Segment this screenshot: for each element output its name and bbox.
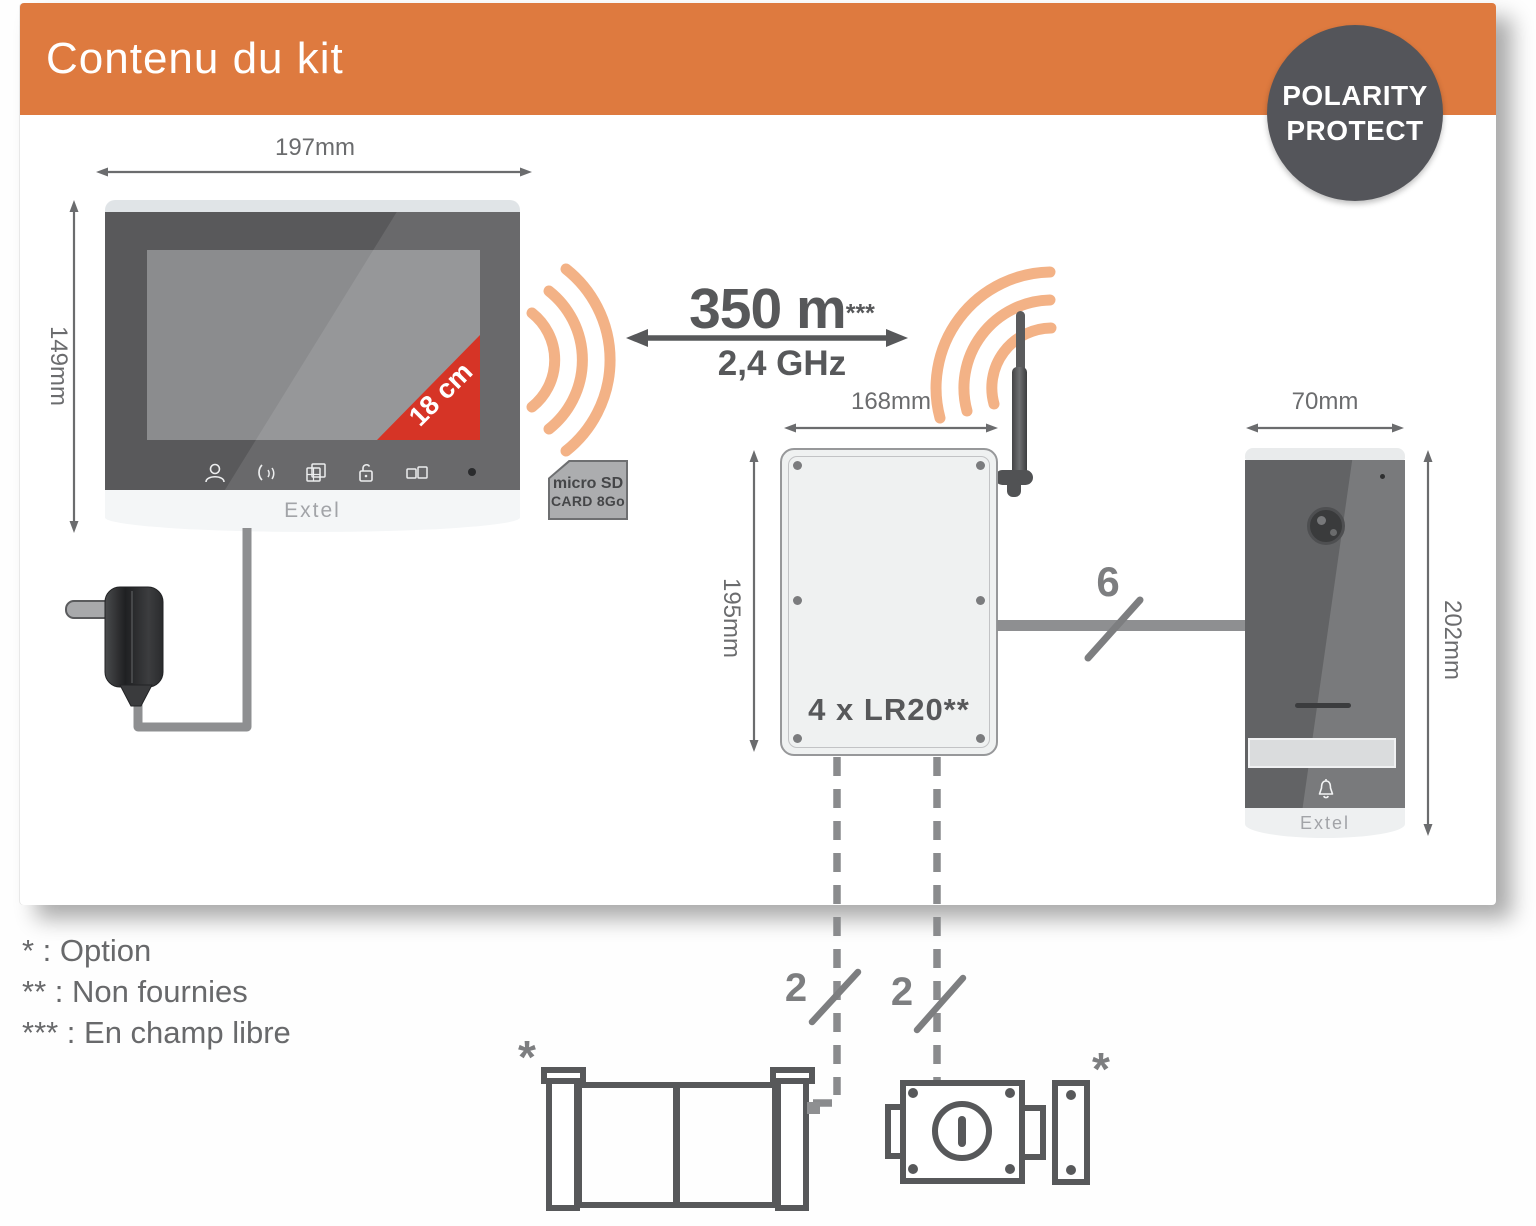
legend-item: * : Option: [22, 933, 152, 968]
option-wire-slashes: [808, 968, 967, 1034]
wireless-waves-left-icon: [526, 263, 616, 457]
station-top-cap: [1245, 448, 1405, 460]
electric-lock-drawing: [885, 1080, 1090, 1185]
screw: [976, 596, 985, 605]
micro-sd-card: micro SD CARD 8Go: [548, 460, 628, 520]
legend-item: ** : Non fournies: [22, 974, 248, 1009]
lock-cylinder: [932, 1101, 992, 1161]
station-wire-count: 6: [1096, 558, 1120, 605]
gate-wire-count: 2: [784, 966, 808, 1010]
screw: [793, 734, 802, 743]
indoor-monitor: 18 cm: [105, 200, 520, 532]
station-brand: Extel: [1299, 813, 1351, 833]
power-adapter: [65, 586, 164, 707]
range-asterisks: ***: [845, 299, 875, 328]
microphone-dot: [468, 468, 476, 476]
lock-wire-count: 2: [890, 970, 914, 1014]
station-height-label: 202mm: [1439, 599, 1466, 681]
wireless-waves-right-icon: [930, 266, 1057, 424]
battery-relay-box: 4 x LR20**: [780, 448, 998, 756]
gate-panel: [674, 1082, 778, 1208]
monitor-width-arrow: [96, 167, 532, 177]
camera-lens: [1307, 507, 1345, 545]
station-wire-slash: [1084, 596, 1144, 662]
station-bottom-cap: Extel: [1245, 808, 1405, 838]
frequency-label: 2,4 GHz: [717, 344, 847, 383]
box-inner-outline: [788, 456, 990, 748]
box-height-arrow: [749, 450, 759, 752]
station-mic-dot: [1380, 474, 1385, 479]
monitor-bottom-strip: Extel: [105, 490, 520, 532]
gate-panel: [576, 1082, 679, 1208]
screw: [793, 461, 802, 470]
gate-motor-drawing: [541, 1067, 820, 1211]
adapter-cable-boot: [119, 684, 153, 707]
gate-wire-terminal: [807, 1102, 820, 1114]
monitor-top-strip: [105, 200, 520, 212]
station-wire: [997, 620, 1247, 631]
lock-latch: [1019, 1105, 1046, 1160]
header-bar: Contenu du kit: [20, 3, 1496, 115]
range-arrow: [626, 329, 908, 347]
box-height-label: 195mm: [718, 577, 745, 659]
station-height-arrow: [1423, 450, 1433, 836]
gallery-icon: [306, 463, 326, 482]
bell-icon: [1318, 779, 1334, 799]
micro-sd-card-face: micro SD CARD 8Go: [550, 462, 626, 518]
badge-line2: PROTECT: [1286, 115, 1424, 146]
monitor-brand: Extel: [284, 499, 341, 522]
screw: [976, 734, 985, 743]
gate-option-asterisk: *: [518, 1031, 536, 1083]
station-width-arrow: [1246, 423, 1404, 433]
dual-display-icon: [406, 466, 428, 479]
sd-line1: micro SD: [552, 475, 624, 492]
gate-pillar: [546, 1078, 580, 1211]
power-cable: [133, 528, 252, 732]
polarity-protect-badge: POLARITY PROTECT: [1267, 25, 1443, 201]
range-value: 350 m: [689, 277, 847, 341]
unlock-icon: [359, 464, 373, 482]
name-plate: [1248, 738, 1396, 768]
box-width-arrow: [784, 423, 998, 433]
badge-line1: POLARITY: [1282, 80, 1428, 111]
monitor-touch-buttons: [105, 456, 520, 490]
lock-option-asterisk: *: [1092, 1043, 1110, 1095]
antenna-rod: [1012, 367, 1027, 482]
screw: [976, 461, 985, 470]
station-width-label: 70mm: [1291, 388, 1359, 415]
range-label: 350 m***: [647, 276, 917, 342]
page-title: Contenu du kit: [46, 34, 344, 83]
handset-volume-icon: [258, 464, 275, 481]
sd-line2: CARD 8Go: [551, 493, 625, 509]
legend-item: *** : En champ libre: [22, 1015, 291, 1050]
box-width-label: 168mm: [850, 388, 932, 415]
antenna: [995, 311, 1033, 497]
legend: * : Option ** : Non fournies *** : En ch…: [22, 930, 291, 1053]
gate-pillar: [775, 1078, 809, 1211]
door-station: Extel: [1245, 448, 1405, 838]
batteries-label: 4 x LR20**: [808, 692, 970, 727]
keyhole: [958, 1116, 966, 1147]
antenna-elbow: [995, 470, 1033, 485]
station-body: [1245, 460, 1405, 808]
monitor-bezel: 18 cm: [105, 212, 520, 490]
monitor-height-arrow: [69, 200, 79, 533]
screw: [793, 596, 802, 605]
antenna-tip: [1016, 311, 1025, 381]
talk-icon: [205, 463, 225, 483]
adapter-body: [104, 586, 164, 688]
monitor-width-label: 197mm: [274, 134, 356, 161]
strike-plate: [1052, 1080, 1090, 1185]
speaker-slot: [1295, 703, 1351, 708]
